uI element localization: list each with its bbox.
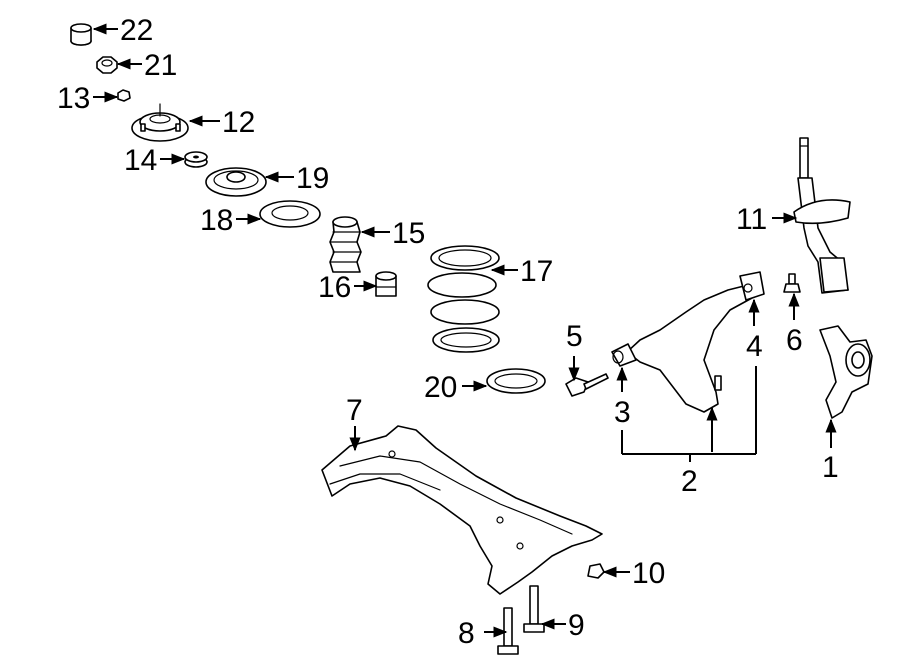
part-spring-insulator: [259, 200, 321, 228]
callout-label: 11: [736, 203, 767, 236]
callout-label: 20: [424, 371, 457, 404]
part-strut-mount: [131, 103, 189, 142]
part-strut-assembly: [793, 137, 851, 294]
callout-label: 21: [144, 49, 177, 82]
callout-label: 18: [200, 204, 233, 237]
callout-label: 3: [614, 396, 631, 429]
part-lower-control-arm: [611, 271, 765, 413]
part-lower-insulator: [486, 368, 546, 394]
callout-label: 6: [786, 324, 803, 357]
callout-label: 14: [124, 144, 157, 177]
part-upper-seat: [205, 167, 267, 197]
callout-label: 5: [566, 320, 583, 353]
part-bolt-long-2: [523, 585, 545, 633]
callout-arrows: [92, 23, 837, 638]
part-flange-nut: [587, 563, 605, 579]
callout-label: 16: [318, 271, 351, 304]
part-crossmember: [321, 425, 603, 595]
callout-label: 2: [681, 465, 698, 498]
callout-label: 19: [296, 162, 329, 195]
part-jounce-bumper: [375, 271, 397, 297]
part-mount-nut: [117, 89, 131, 102]
callout-label: 4: [746, 330, 763, 363]
callout-label: 12: [222, 106, 255, 139]
part-strut-nut: [96, 56, 118, 74]
part-cam-bolt: [565, 373, 609, 397]
callout-label: 9: [568, 609, 585, 642]
part-coil-spring: [427, 245, 500, 353]
callout-label: 10: [632, 557, 665, 590]
part-dust-boot: [329, 216, 362, 273]
callout-label: 8: [458, 617, 475, 650]
part-bumper-cap: [70, 23, 92, 46]
callout-label: 7: [346, 394, 363, 427]
callout-label: 17: [520, 255, 553, 288]
callout-label: 1: [822, 451, 839, 484]
part-mount-bushing: [184, 151, 208, 168]
callout-label: 22: [120, 14, 153, 47]
part-knuckle: [819, 325, 873, 419]
part-bolt-small: [783, 273, 801, 293]
callout-label: 13: [57, 82, 90, 115]
callout-label: 15: [392, 217, 425, 250]
